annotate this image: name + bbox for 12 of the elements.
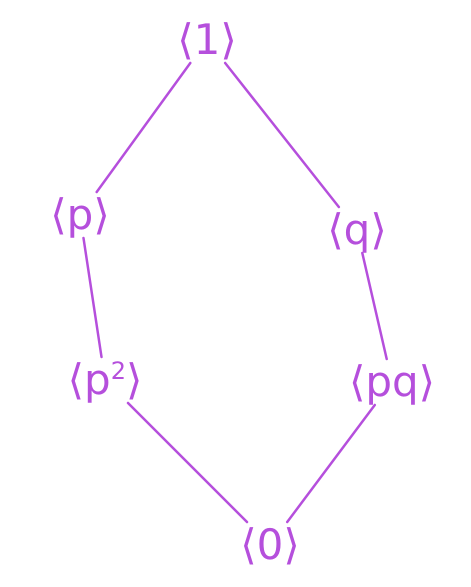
- subgroup-label: ⟨0⟩: [236, 522, 304, 568]
- connector-line: [95, 62, 192, 194]
- connector-line: [126, 402, 248, 524]
- subgroup-label: ⟨1⟩: [173, 17, 241, 63]
- subgroup-label: ⟨q⟩: [323, 207, 391, 253]
- connector-line: [361, 252, 388, 360]
- subgroup-label: ⟨p$^{2}$⟩: [64, 357, 146, 403]
- connector-line: [224, 62, 340, 208]
- connector-line: [286, 404, 376, 524]
- connector-line: [82, 236, 103, 358]
- subgroup-label: ⟨pq⟩: [344, 359, 440, 405]
- subgroup-label: ⟨p⟩: [46, 192, 114, 238]
